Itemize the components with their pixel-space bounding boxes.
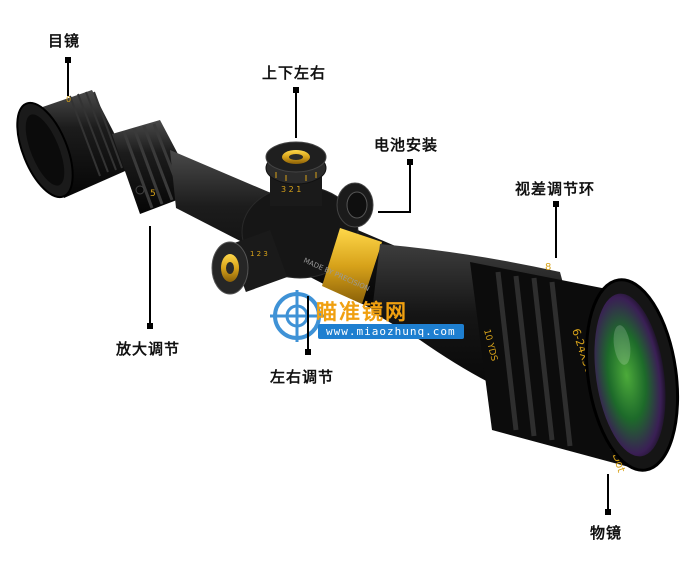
label-windage: 左右调节 — [270, 368, 335, 386]
svg-text:3 2 1: 3 2 1 — [281, 185, 301, 194]
label-battery: 电池安装 — [374, 136, 439, 154]
svg-text:0: 0 — [66, 95, 71, 104]
watermark-name: 瞄准镜网 — [316, 300, 408, 324]
objective-lens — [594, 293, 666, 457]
svg-text:8: 8 — [545, 262, 551, 273]
label-magnification: 放大调节 — [116, 340, 181, 358]
label-objective: 物镜 — [590, 524, 623, 542]
label-elevation: 上下左右 — [262, 64, 327, 82]
gold-band — [322, 228, 382, 304]
svg-text:5: 5 — [150, 189, 156, 199]
eyepiece: 0 — [16, 90, 132, 199]
label-parallax: 视差调节环 — [515, 180, 596, 198]
label-eyepiece: 目镜 — [48, 32, 81, 50]
elevation-turret: 3 2 1 — [265, 141, 327, 206]
battery-cap — [336, 182, 374, 228]
windage-turret: 1 2 3 — [211, 229, 288, 295]
watermark-url: www.miaozhunq.com — [318, 324, 464, 339]
watermark-logo-icon — [270, 290, 324, 342]
scope-body: 0 4 5 MADE BY PRECISION 8 — [16, 90, 680, 475]
callout-ends — [65, 57, 611, 515]
svg-text:1 2 3: 1 2 3 — [250, 250, 268, 258]
callout-lines — [67, 60, 609, 512]
